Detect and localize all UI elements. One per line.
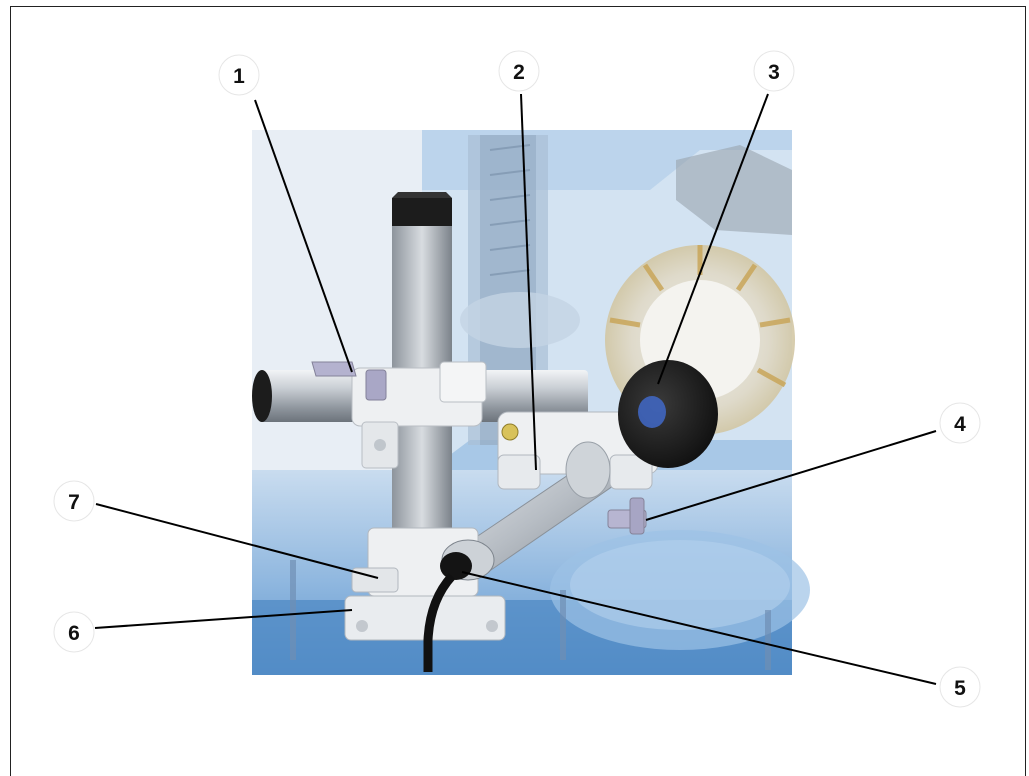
leader-line-5 (461, 571, 937, 685)
sensor-puck (618, 360, 718, 468)
callout-6: 6 (53, 611, 95, 653)
cross-clamp (497, 411, 659, 499)
callout-7: 7 (53, 480, 95, 522)
lever-left (311, 361, 387, 401)
callout-1-label: 1 (233, 65, 245, 88)
leader-line-7 (95, 503, 379, 579)
leader-line-4 (645, 430, 937, 521)
lever-right (607, 497, 647, 535)
callout-3: 3 (753, 50, 795, 92)
callout-2-label: 2 (513, 61, 525, 84)
callout-3-label: 3 (768, 61, 780, 84)
callout-6-label: 6 (68, 622, 80, 645)
callout-2: 2 (498, 50, 540, 92)
leader-line-1 (254, 99, 353, 373)
callout-4-label: 4 (954, 413, 966, 436)
leader-line-2 (520, 93, 537, 471)
callout-5: 5 (939, 666, 981, 708)
cable-gland (423, 539, 495, 672)
figure-frame (10, 6, 1026, 776)
callout-4: 4 (939, 402, 981, 444)
leader-lines (94, 93, 937, 685)
tank-background (252, 130, 810, 675)
callout-7-label: 7 (68, 491, 80, 514)
leader-line-6 (94, 609, 353, 629)
leader-line-3 (657, 93, 769, 385)
callout-1: 1 (218, 54, 260, 96)
callout-5-label: 5 (954, 677, 966, 700)
